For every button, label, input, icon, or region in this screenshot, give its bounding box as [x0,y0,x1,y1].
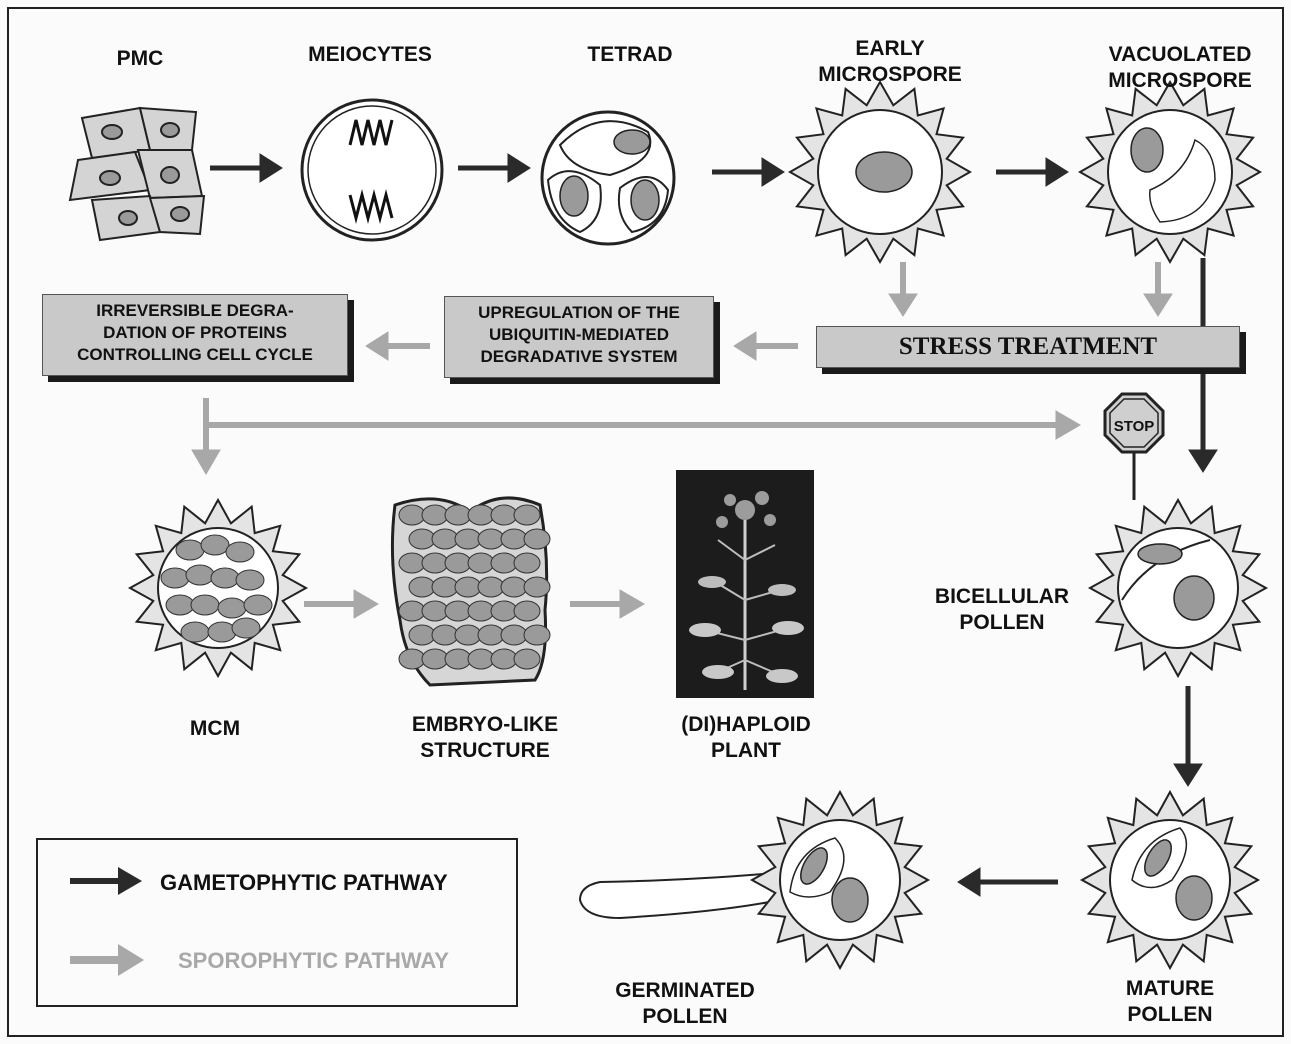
early-microspore-cell [790,82,970,262]
label-early-line2: MICROSPORE [790,62,990,88]
box-upregulation-line2: UBIQUITIN-MEDIATED [445,324,713,346]
box-irreversible-line2: DATION OF PROTEINS [43,322,347,344]
label-germ-line1: GERMINATED [585,978,785,1004]
germinated-pollen-cell [580,792,928,968]
stop-sign-text: STOP [1114,418,1155,435]
bicellular-pollen-cell [1090,500,1266,676]
dihaploid-plant-photo [676,470,814,698]
label-germinated-pollen: GERMINATED POLLEN [585,978,785,1030]
label-vac-line2: MICROSPORE [1080,68,1280,94]
meiocyte-cell [302,100,442,240]
label-germ-line2: POLLEN [585,1004,785,1030]
embryo-like-structure [392,498,550,685]
label-mature-line2: POLLEN [1100,1002,1240,1028]
box-irreversible-degradation: IRREVERSIBLE DEGRA- DATION OF PROTEINS C… [42,294,348,376]
label-tetrad: TETRAD [560,42,700,68]
label-bicell-line1: BICELLULAR [912,584,1092,610]
label-embryo-line1: EMBRYO-LIKE [395,712,575,738]
legend-sporophytic-label: SPOROPHYTIC PATHWAY [178,948,449,974]
mature-pollen-cell [1082,792,1258,968]
box-irreversible-line1: IRREVERSIBLE DEGRA- [43,300,347,322]
label-mature-pollen: MATURE POLLEN [1100,976,1240,1028]
label-mature-line1: MATURE [1100,976,1240,1002]
pmc-cells [70,108,204,240]
mcm-cell [130,500,306,676]
vacuolated-microspore-cell [1080,82,1260,262]
label-vac-line1: VACUOLATED [1080,42,1280,68]
label-embryo-like-structure: EMBRYO-LIKE STRUCTURE [395,712,575,764]
box-upregulation: UPREGULATION OF THE UBIQUITIN-MEDIATED D… [444,296,714,378]
label-pmc: PMC [100,46,180,72]
label-dihaploid-plant: (DI)HAPLOID PLANT [656,712,836,764]
box-stress-treatment: STRESS TREATMENT [816,326,1240,368]
legend [37,839,517,1006]
label-bicellular-pollen: BICELLULAR POLLEN [912,584,1092,636]
label-vacuolated-microspore: VACUOLATED MICROSPORE [1080,42,1280,94]
box-irreversible-line3: CONTROLLING CELL CYCLE [43,344,347,366]
label-plant-line2: PLANT [656,738,836,764]
tetrad-cell [542,112,674,244]
box-upregulation-line3: DEGRADATIVE SYSTEM [445,346,713,368]
label-bicell-line2: POLLEN [912,610,1092,636]
box-upregulation-line1: UPREGULATION OF THE [445,302,713,324]
label-meiocytes: MEIOCYTES [290,42,450,68]
stop-sign: STOP [1105,394,1163,500]
label-early-line1: EARLY [790,36,990,62]
label-embryo-line2: STRUCTURE [395,738,575,764]
label-early-microspore: EARLY MICROSPORE [790,36,990,88]
label-plant-line1: (DI)HAPLOID [656,712,836,738]
label-mcm: MCM [170,716,260,742]
legend-gametophytic-label: GAMETOPHYTIC PATHWAY [160,870,448,896]
